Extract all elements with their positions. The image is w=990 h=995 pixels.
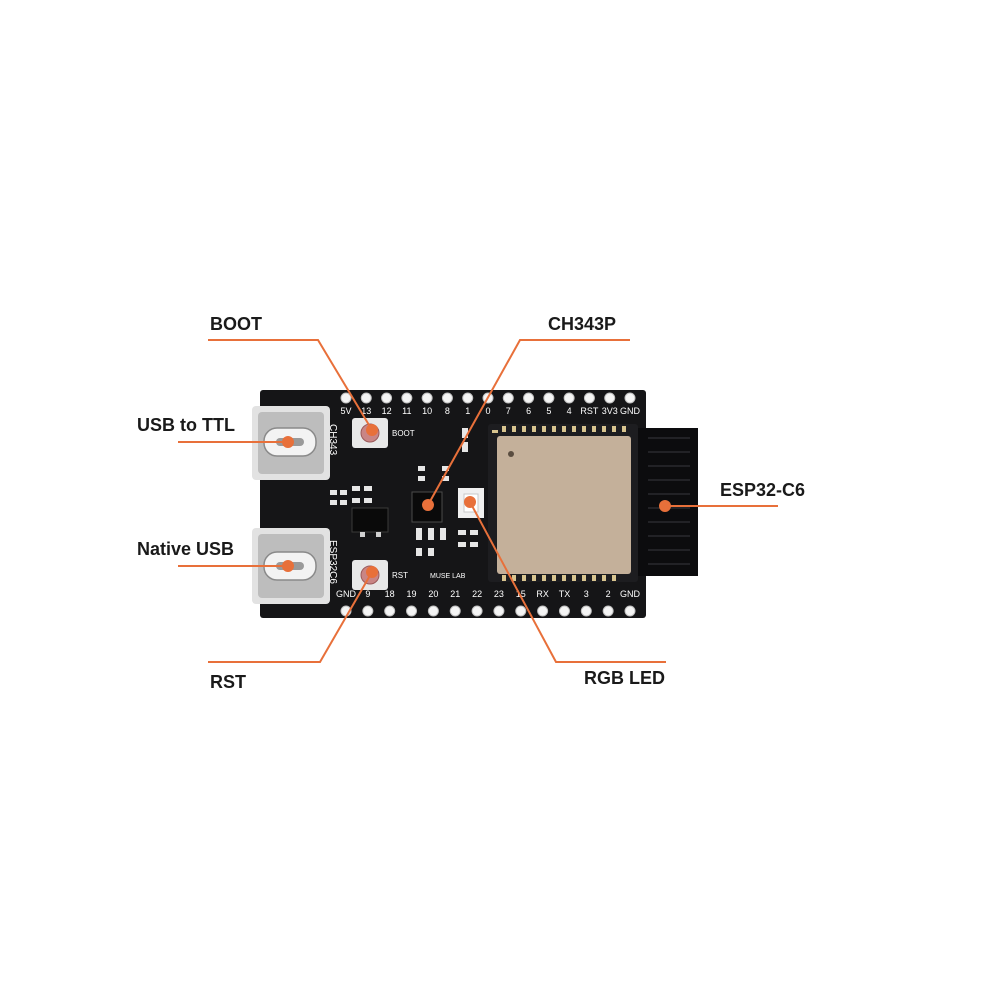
pin-hole	[583, 392, 595, 404]
dot-boot	[366, 424, 378, 436]
callout-esp32c6-label: ESP32-C6	[720, 480, 806, 500]
pin-hole	[537, 605, 549, 617]
pin-label: 3V3	[602, 406, 618, 416]
pin-hole	[462, 392, 474, 404]
pin-label: RX	[536, 589, 549, 599]
pin-label: 20	[428, 589, 438, 599]
leader-ch343p	[427, 339, 630, 506]
pin-hole	[563, 392, 575, 404]
silk-rst: RST	[392, 571, 408, 580]
pin-label: 4	[567, 406, 572, 416]
module-castellations	[492, 426, 626, 581]
pin-hole	[406, 605, 418, 617]
pin-label: GND	[336, 589, 357, 599]
pin-label: 13	[361, 406, 371, 416]
callout-usb-ttl-label: USB to TTL	[137, 415, 235, 435]
pin-label: 3	[584, 589, 589, 599]
pin-hole	[493, 605, 505, 617]
silk-esp32c6: ESP32C6	[327, 540, 338, 584]
voltage-regulator	[351, 507, 389, 533]
module-pin1-dot	[508, 451, 514, 457]
callout-native-usb-label: Native USB	[137, 539, 235, 559]
pin-hole	[360, 392, 372, 404]
passive-components	[330, 428, 478, 556]
callout-boot-label: BOOT	[210, 314, 262, 334]
pin-label: GND	[620, 406, 641, 416]
module-shield	[497, 436, 631, 574]
pin-label: 1	[465, 406, 470, 416]
pin-hole	[543, 392, 555, 404]
pin-hole	[502, 392, 514, 404]
pin-hole	[515, 605, 527, 617]
pin-label: 2	[606, 589, 611, 599]
pin-hole	[604, 392, 616, 404]
pin-hole	[471, 605, 483, 617]
pin-label: 15	[516, 589, 526, 599]
callout-dots	[282, 424, 671, 578]
pin-hole	[362, 605, 374, 617]
leader-boot	[208, 339, 373, 431]
callout-rgb-led-label: RGB LED	[584, 668, 665, 688]
bottom-pin-header: GND 9 18 19 20 21 22 23 15 RX TX 3 2 GND	[336, 589, 641, 617]
pin-hole	[381, 392, 393, 404]
callout-lines	[178, 339, 778, 663]
pin-hole	[558, 605, 570, 617]
pin-hole	[401, 392, 413, 404]
dot-rgb-led	[464, 496, 476, 508]
leader-rgb-led	[469, 501, 666, 663]
pin-hole	[624, 392, 636, 404]
pin-label: 22	[472, 589, 482, 599]
pin-label: 21	[450, 589, 460, 599]
pin-label: 11	[402, 406, 411, 416]
callout-ch343p-label: CH343P	[548, 314, 617, 334]
pin-hole	[624, 605, 636, 617]
dot-usb-ttl	[282, 436, 294, 448]
pin-label: 9	[365, 589, 370, 599]
pin-label: 6	[526, 406, 531, 416]
callout-rst-label: RST	[210, 672, 246, 692]
silk-brand: MUSE LAB	[430, 573, 466, 580]
pin-hole	[580, 605, 592, 617]
pin-label: 18	[385, 589, 395, 599]
dot-rst	[366, 566, 378, 578]
pin-hole	[602, 605, 614, 617]
pin-label: 19	[407, 589, 417, 599]
pin-hole	[384, 605, 396, 617]
pin-label: 7	[506, 406, 511, 416]
pin-label: GND	[620, 589, 641, 599]
pin-hole	[421, 392, 433, 404]
pin-hole	[523, 392, 535, 404]
pin-label: 5	[546, 406, 551, 416]
pin-hole	[449, 605, 461, 617]
pin-label: 23	[494, 589, 504, 599]
pin-label: 12	[382, 406, 392, 416]
dot-ch343p	[422, 499, 434, 511]
dot-native-usb	[282, 560, 294, 572]
pin-label: 8	[445, 406, 450, 416]
pin-label: 10	[422, 406, 432, 416]
pin-label: 5V	[340, 406, 351, 416]
silk-boot: BOOT	[392, 429, 415, 438]
pin-label: 0	[485, 406, 490, 416]
leader-rst	[208, 571, 373, 663]
pin-hole	[427, 605, 439, 617]
dot-esp32c6	[659, 500, 671, 512]
pin-hole	[340, 392, 352, 404]
silk-ch343: CH343	[327, 424, 338, 456]
pin-label: RST	[580, 406, 599, 416]
pin-label: TX	[559, 589, 571, 599]
pin-hole	[441, 392, 453, 404]
